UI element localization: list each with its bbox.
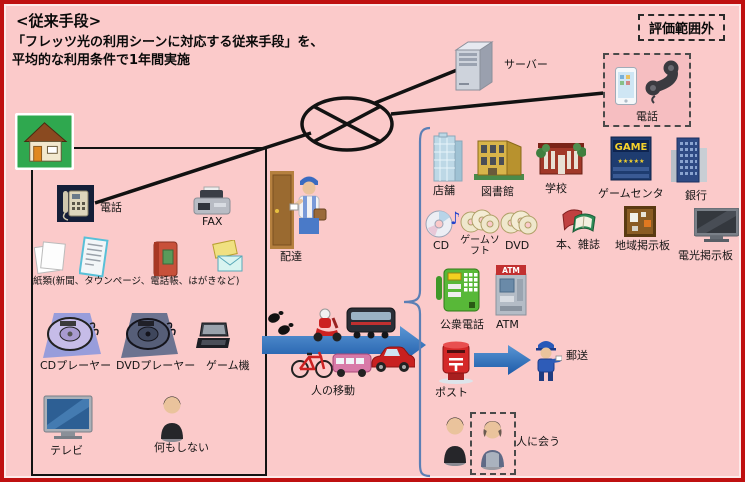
cd-icon: ♪ [425,208,459,238]
smartphone-icon [615,67,637,105]
car-icon [370,342,415,373]
woman-icon [477,418,508,470]
store-icon [431,132,465,184]
game-sign-text: GAME [615,142,648,153]
man-icon [440,414,470,466]
fax-label: FAX [202,215,223,228]
game-center-icon: GAME ★★★★★ [609,135,653,182]
post-label: ポスト [435,386,468,399]
school-label: 学校 [545,182,567,195]
dvd-player-icon [117,312,179,360]
tv-icon [43,395,93,441]
movement-label: 人の移動 [311,384,355,397]
page-title: <従来手段> [16,12,102,30]
server-label: サーバー [504,58,548,71]
tv-label: テレビ [50,444,83,457]
mailing-label: 郵送 [566,349,588,362]
delivery-label: 配達 [280,250,302,263]
papers-icon [33,240,67,274]
books-label: 本、雑誌 [556,238,600,251]
atm-sign-text: ATM [502,266,520,275]
subtitle-line-2: 平均的な利用条件で1年間実施 [12,53,191,68]
house-icon [15,113,74,170]
public-phone-icon [436,268,480,313]
cd-player-label: CDプレーヤー [40,359,112,372]
do-nothing-label: 何もしない [154,441,209,454]
game-console-label: ゲーム機 [206,359,250,372]
public-phone-label: 公衆電話 [440,318,484,331]
books-icon [557,204,602,236]
home-phone-label: 電話 [100,201,122,214]
meet-person-box [470,412,516,475]
dvd-player-label: DVDプレーヤー [116,359,196,372]
music-note-glyph: ♪ [450,209,459,229]
bank-icon [671,136,707,184]
bicycle-icon [290,347,334,379]
home-phone-icon [57,185,94,222]
network-phone-box: 電話 [603,53,691,127]
footprints-icon [266,310,300,338]
handset-icon [643,59,681,105]
atm-icon: ATM [495,265,527,316]
store-label: 店舗 [433,184,455,197]
mail-icon [208,240,244,274]
postbox-icon [436,339,476,384]
network-phone-label: 電話 [636,110,658,123]
dvd-label: DVD [505,239,530,252]
game-soft-label: ゲームソフト [460,235,500,257]
cd-label: CD [433,239,450,252]
papers-label: 紙類(新聞、タウンページ、電話帳、はがきなど) [33,276,240,287]
game-stars-text: ★★★★★ [618,158,645,165]
phonebook-icon [152,240,179,278]
dvd-discs-icon [500,210,538,238]
library-label: 図書館 [481,185,514,198]
local-board-label: 地域掲示板 [615,239,670,252]
electric-board-icon [694,208,739,243]
delivery-person-icon [270,171,327,249]
school-icon [536,137,586,179]
train-icon [345,305,397,340]
game-console-icon [195,322,232,351]
cd-player-icon [38,312,102,360]
game-soft-discs-icon [460,209,500,237]
electric-board-label: 電光掲示板 [678,249,733,262]
subtitle-line-1: 「フレッツ光の利用シーンに対応する従来手段」を、 [12,35,324,50]
library-icon [473,135,525,182]
idle-person-icon [157,394,187,442]
fax-icon [193,186,231,217]
bus-icon [332,351,372,379]
server-icon [450,40,498,92]
postman-icon [530,337,562,382]
bank-label: 銀行 [685,189,707,202]
out-of-scope-badge: 評価範囲外 [638,14,726,41]
atm-label: ATM [496,318,519,331]
game-center-label: ゲームセンタ [598,187,664,200]
scooter-icon [309,308,345,343]
meet-people-label: 人に会う [516,435,560,448]
local-board-icon [624,206,656,237]
newspaper-icon [79,236,109,278]
